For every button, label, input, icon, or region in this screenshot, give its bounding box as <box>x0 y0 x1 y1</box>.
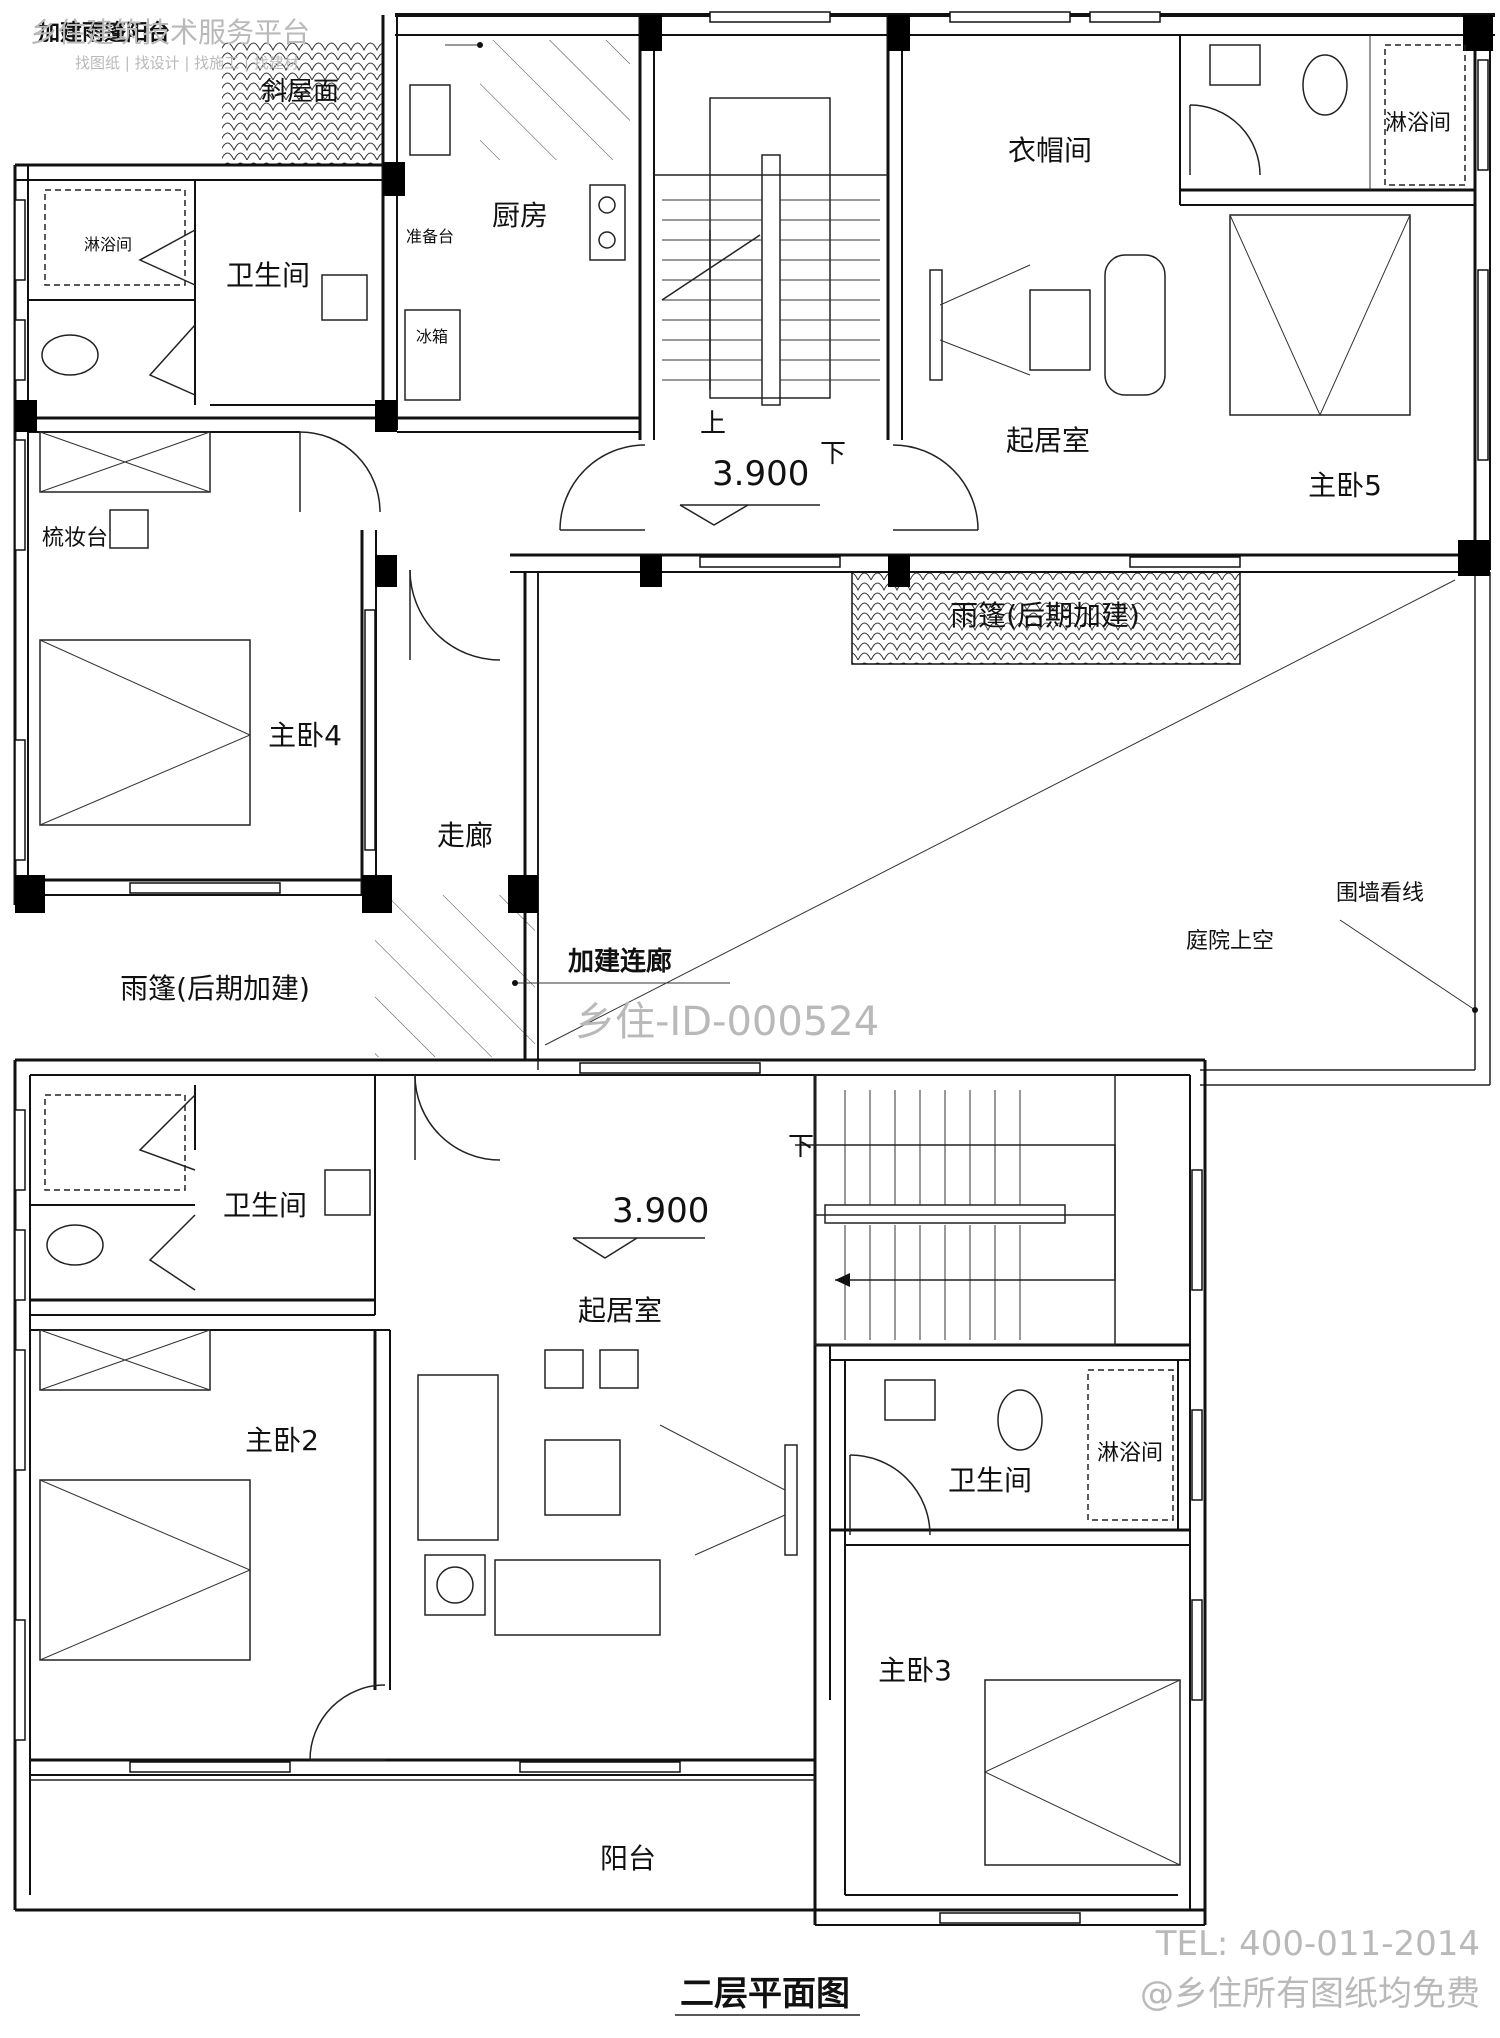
header-note: 加建雨篷阳台 <box>37 20 170 46</box>
fridge-label: 冰箱 <box>416 327 448 346</box>
walls-lower <box>13 1058 1207 1926</box>
watermark-free-note: @乡住所有图纸均免费 <box>1140 1974 1480 2014</box>
stair-up-mark: 上 <box>700 409 726 439</box>
elevation-mark-upper <box>679 504 820 526</box>
balcony-label: 阳台 <box>600 1842 656 1875</box>
bath-2-label: 卫生间 <box>223 1189 307 1222</box>
shower-4-label: 淋浴间 <box>84 235 132 254</box>
courtyard-void-label: 庭院上空 <box>1186 929 1274 954</box>
shower-5-label: 淋浴间 <box>1385 111 1451 136</box>
structural-columns <box>15 15 1493 913</box>
elevation-mark-lower <box>572 1237 705 1259</box>
master-3-label: 主卧3 <box>878 1654 952 1687</box>
vanity-4-label: 梳妆台 <box>42 526 108 551</box>
stair-down-lower-mark: 下 <box>788 1132 814 1162</box>
master-4-label: 主卧4 <box>268 719 342 752</box>
canopy-right-label: 雨篷(后期加建) <box>950 599 1140 632</box>
kitchen-hatch <box>480 40 630 160</box>
bath-3-label: 卫生间 <box>948 1464 1032 1497</box>
cloakroom-label: 衣帽间 <box>1008 134 1092 167</box>
door-swings <box>138 104 1261 1761</box>
kitchen-label: 厨房 <box>492 199 548 232</box>
canopy-left-label: 雨篷(后期加建) <box>120 972 310 1005</box>
master-5-label: 主卧5 <box>1308 469 1382 502</box>
drawing-title: 二层平面图 <box>680 1974 850 2014</box>
fixtures <box>39 42 1478 1866</box>
watermark-brand-sub: 找图纸 | 找设计 | 找施工 | 找建材 <box>75 54 299 72</box>
level-upper: 3.900 <box>712 454 809 494</box>
shower-3-label: 淋浴间 <box>1097 1441 1163 1466</box>
sloped-roof-label: 斜屋面 <box>261 77 339 107</box>
added-corridor-label: 加建连廊 <box>568 946 672 977</box>
stair-lower <box>795 1074 1116 1346</box>
master-2-label: 主卧2 <box>245 1424 319 1457</box>
bath-4-label: 卫生间 <box>226 259 310 292</box>
added-corridor-hatch <box>375 895 535 1057</box>
stair-upper <box>654 97 888 406</box>
windows <box>14 11 1489 1924</box>
watermark-tel: TEL: 400-011-2014 <box>1155 1924 1480 1964</box>
prep-counter-label: 准备台 <box>406 227 454 246</box>
level-lower: 3.900 <box>612 1191 709 1231</box>
watermark-id: 乡住-ID-000524 <box>575 999 879 1045</box>
canopy-right-tiles <box>851 571 1241 665</box>
fence-line-label: 围墙看线 <box>1336 881 1424 906</box>
corridor-label: 走廊 <box>437 819 493 852</box>
sloped-roof-tiles <box>222 40 382 165</box>
living-lower-label: 起居室 <box>578 1294 662 1327</box>
stair-down-mark: 下 <box>820 439 846 469</box>
watermark-brand: 乡住建筑技术服务平台 <box>30 16 310 49</box>
living-upper-label: 起居室 <box>1006 424 1090 457</box>
